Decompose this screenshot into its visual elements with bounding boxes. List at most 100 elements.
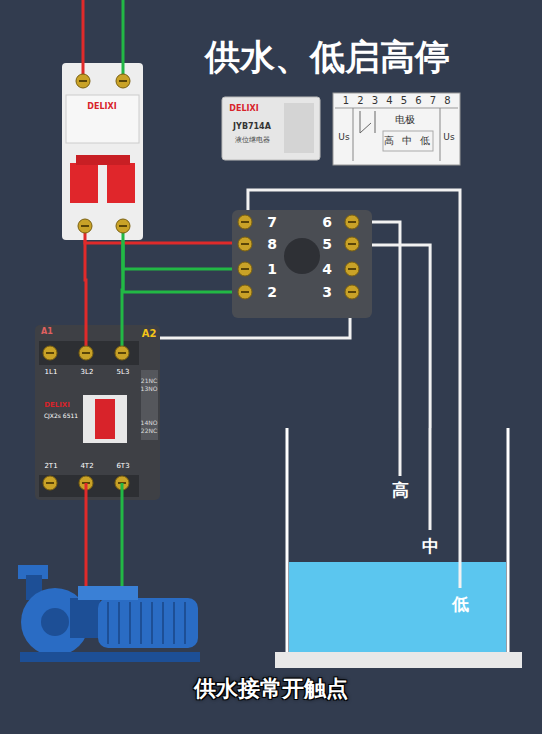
terminal-screw [78,219,92,233]
node-text: 8 [267,237,277,251]
wire [84,240,88,325]
node-text: 7 [430,96,436,106]
terminal-screw [116,74,130,88]
grid-line [353,108,354,161]
screw-slot [79,80,87,82]
node-text: 4 [386,96,392,106]
node-outline [275,428,522,668]
node-outline [333,93,460,165]
pin-diagram: 12345678Us电极高中低Us [333,93,460,165]
wire [121,483,124,500]
node-text: DELIXI [229,105,258,113]
node-text: CJX2s 6511 [44,413,78,419]
node-text: 14NO [141,420,158,426]
pin-diagram-frame [333,93,460,165]
contactor-armature [95,399,115,439]
node-text: 22NC [141,428,157,434]
pump-volute [41,608,69,636]
wire [372,222,400,428]
node-text: 6 [322,215,332,229]
water-tank: 高中低 [275,428,522,668]
node-outline [232,210,372,318]
node-text: Us [443,133,454,142]
grid-line [383,131,433,151]
terminal-screw [238,285,252,299]
node-text: 2 [267,285,277,299]
node-text: 1 [343,96,349,106]
node-text: 5 [401,96,407,106]
node-text: 高 [384,136,394,146]
terminal-screw [238,237,252,251]
node-text: 5L3 [117,369,130,376]
motor-fin [151,602,153,644]
aux-contact-block [141,370,158,440]
level-relay-module: DELIXI JYB714A 液位继电器 [222,97,320,160]
relay-socket: 76851423 [232,210,372,318]
wire [82,0,85,63]
terminal-screw [76,74,90,88]
terminal-screw [79,346,93,360]
screw-slot [348,291,356,293]
relay-body [222,97,320,160]
screw-slot [348,221,356,223]
node-text: 21NC [141,378,157,384]
breaker-label [66,95,139,143]
node-text: 7 [267,215,277,229]
contactor-window [83,395,127,443]
level-probe [429,428,432,530]
node-text: 2T1 [44,463,57,470]
caption: 供水接常开触点 [0,676,542,702]
motor-fin [118,602,120,644]
node-text: 液位继电器 [235,137,270,144]
node-text: JYB714A [233,123,271,131]
node-outline [62,63,143,240]
tank-base [275,652,522,668]
terminal-screw [115,346,129,360]
wire [85,240,232,243]
node-text: 13NO [141,386,158,392]
terminal-screw [345,237,359,251]
motor-fin [107,602,109,644]
node-text: 3 [322,285,332,299]
wire [372,245,430,428]
circuit-breaker: DELIXI [62,63,143,240]
screw-slot [119,80,127,82]
screw-slot [119,225,127,227]
node-text: 4T2 [80,463,93,470]
node-text: 电极 [395,115,415,125]
node-text: 5 [322,237,332,251]
breaker-body [62,63,143,240]
wire [123,240,232,269]
wire [85,483,88,500]
node-text: 3 [372,96,378,106]
node-text: 低 [452,596,469,613]
wire [123,240,232,292]
motor-fin [129,602,131,644]
node-text: Us [338,133,349,142]
title: 供水、低启高停 [205,38,450,77]
node-text: 1L1 [45,369,58,376]
breaker-toggle [70,163,98,203]
socket-body [232,210,372,318]
terminal-row [39,475,139,497]
terminal-row [39,341,139,365]
node-text: 2 [357,96,363,106]
terminal-screw [345,215,359,229]
node-text: 3L2 [81,369,94,376]
water [289,562,506,652]
terminal-box [78,586,138,600]
wire [122,0,125,63]
contact-symbol [360,111,375,133]
screw-slot [241,243,249,245]
screw-slot [118,352,126,354]
motor-fin [184,602,186,644]
level-probe [399,428,402,476]
node-text: DELIXI [87,103,116,111]
pump-coupling [70,598,100,638]
motor-fin [173,602,175,644]
screw-slot [241,221,249,223]
node-text: 高 [392,482,409,499]
screw-slot [46,482,54,484]
screw-slot [82,352,90,354]
